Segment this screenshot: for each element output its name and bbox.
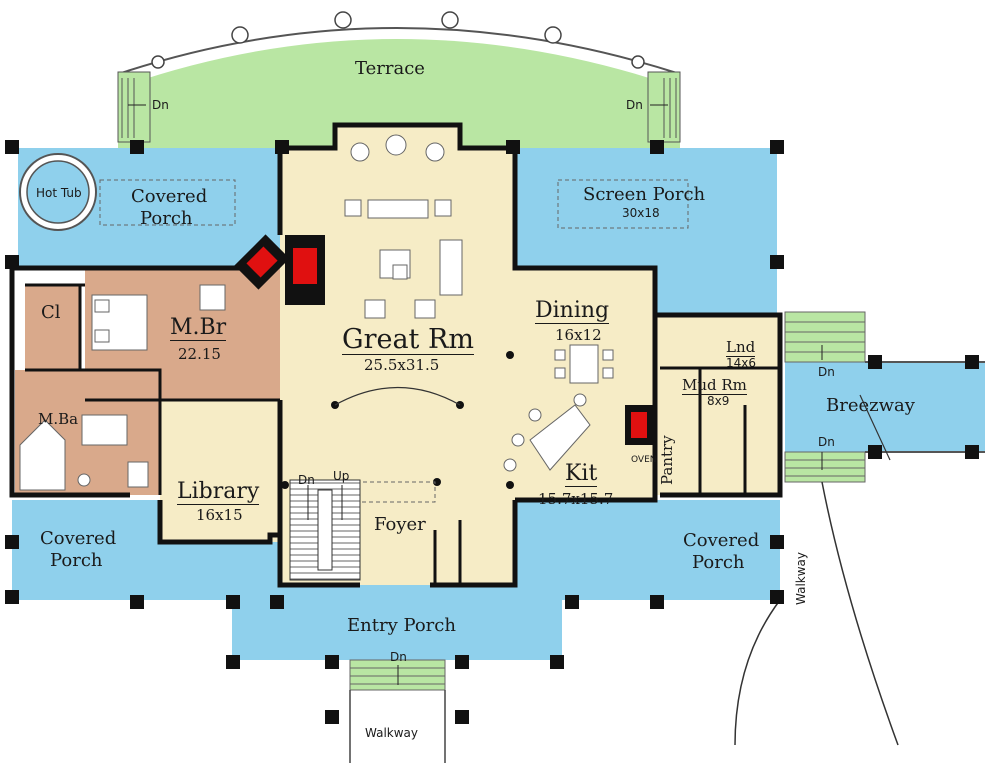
breezway-label: Breezway [826, 395, 915, 416]
main-stair-dn-label: Dn [298, 473, 315, 487]
library-dim: 16x15 [196, 506, 243, 524]
walkway-right-curve-a [734, 599, 781, 746]
master-bedroom-label: M.Br [170, 315, 227, 341]
breezway-top-dn-label: Dn [818, 365, 835, 379]
bath-fixtures [19, 414, 149, 491]
terrace-label: Terrace [355, 58, 425, 79]
great-room-label: Great Rm [342, 324, 474, 355]
terrace-steps-left [117, 71, 151, 143]
walkway-right-label: Walkway [794, 551, 808, 605]
breezway-area [785, 362, 985, 452]
covered-porch-nw-label-2: Porch [140, 208, 193, 229]
covered-porch-se-area [515, 500, 780, 600]
terrace-right-dn-label: Dn [626, 98, 643, 112]
fireplace-master [234, 234, 290, 290]
entry-porch-label: Entry Porch [347, 615, 456, 636]
columns [281, 351, 514, 489]
exterior-walls [9, 122, 783, 588]
covered-porch-sw-label-1: Covered [40, 528, 117, 549]
kitchen-label: Kit [565, 461, 598, 487]
master-bath-label: M.Ba [38, 410, 79, 428]
mud-room-label: Mud Rm [682, 376, 747, 395]
entry-porch-area [232, 585, 562, 660]
porch-posts [5, 140, 979, 724]
covered-porch-nw-label-1: Covered [131, 186, 208, 207]
main-stair-up-label: Up [333, 469, 350, 483]
breezway-diagonal [859, 394, 891, 461]
screen-porch-label: Screen Porch [583, 184, 706, 205]
hot-tub [19, 153, 97, 231]
terrace-area [118, 39, 680, 148]
screen-porch-area [515, 148, 777, 268]
terrace-left-dn-label: Dn [152, 98, 169, 112]
dining-table [554, 344, 614, 384]
walkway-right-curve-b [821, 481, 899, 746]
walkway-bottom-label: Walkway [365, 726, 419, 740]
dining-dim: 16x12 [555, 326, 602, 344]
main-stair [289, 479, 361, 581]
master-bed [91, 284, 226, 351]
great-room-dim: 25.5x31.5 [364, 356, 440, 374]
closet-area [25, 285, 80, 370]
laundry-label: Lnd [726, 338, 756, 357]
kitchen-island [503, 393, 591, 472]
great-room-furniture [344, 134, 463, 319]
laundry-area [660, 318, 775, 368]
fireplace-kitchen [625, 405, 653, 445]
breezway-bottom-dn-label: Dn [818, 435, 835, 449]
interior-walls [25, 283, 780, 585]
great-room-area [280, 125, 655, 585]
oven-label: OVEN [631, 455, 657, 465]
library-area [160, 400, 280, 542]
entry-steps-dn-label: Dn [390, 650, 407, 664]
covered-porch-se-label-1: Covered [683, 530, 760, 551]
laundry-dim: 14x6 [726, 356, 757, 370]
entry-steps [349, 659, 446, 691]
terrace-rail [117, 27, 681, 75]
pantry-label: Pantry [658, 435, 676, 485]
master-bedroom-dim: 22.15 [178, 345, 221, 363]
breezway-steps-top [784, 311, 866, 363]
ceiling-outlines [99, 179, 689, 503]
kitchen-dim: 15.7x15.7 [538, 490, 614, 508]
mud-room-dim: 8x9 [707, 394, 730, 408]
screen-porch-east-strip [655, 268, 777, 313]
library-label: Library [177, 479, 260, 505]
screen-porch-dim: 30x18 [622, 206, 660, 220]
covered-porch-se-label-2: Porch [692, 552, 745, 573]
dining-label: Dining [535, 298, 610, 324]
hot-tub-label: Hot Tub [36, 186, 82, 200]
fireplace-great-room [285, 235, 325, 305]
breezway-steps-bottom [784, 451, 866, 483]
terrace-steps-right [647, 71, 681, 143]
terrace-rail-posts [151, 11, 645, 69]
foyer-label: Foyer [374, 514, 426, 535]
arch-great-room [334, 386, 461, 406]
covered-porch-sw-label-2: Porch [50, 550, 103, 571]
closet-label: Cl [41, 302, 61, 323]
